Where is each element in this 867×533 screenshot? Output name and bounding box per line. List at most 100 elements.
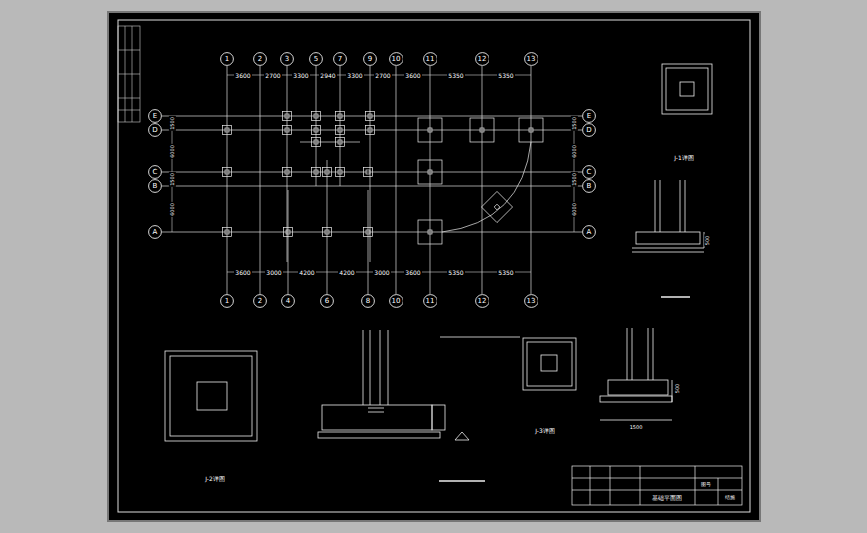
axis-bubble: 13	[524, 294, 539, 308]
dimension: 1500	[570, 172, 577, 187]
axis-label: B	[148, 179, 162, 193]
axis-bubble: 1	[220, 294, 234, 308]
axis-bubble: 11	[423, 52, 438, 66]
axis-bubble: 4	[281, 294, 295, 308]
dimension: 3300	[292, 72, 309, 79]
axis-label: 2	[253, 294, 267, 308]
axis-label: 10	[389, 294, 404, 308]
axis-label: 11	[423, 294, 438, 308]
dimension: 4200	[338, 269, 355, 276]
axis-bubble: 2	[253, 294, 267, 308]
axis-line	[162, 186, 582, 187]
axis-bubble: C	[582, 165, 596, 179]
title-block-text: 基础平面图	[651, 494, 683, 501]
axis-bubble: 13	[524, 52, 539, 66]
dimension: 3600	[234, 269, 251, 276]
axis-label: D	[148, 123, 162, 137]
axis-label: 13	[524, 52, 539, 66]
dimension: 1500	[570, 116, 577, 131]
axis-line	[530, 66, 531, 294]
dimension: 3300	[346, 72, 363, 79]
axis-bubble: 12	[475, 52, 490, 66]
dimension: 5350	[447, 269, 464, 276]
axis-label: E	[148, 109, 162, 123]
axis-label: 10	[389, 52, 404, 66]
dimension: 5350	[497, 269, 514, 276]
axis-bubble: D	[148, 123, 162, 137]
axis-line	[162, 172, 582, 173]
axis-label: 3	[280, 52, 294, 66]
dimension: 1500	[629, 424, 644, 431]
axis-label: 9	[363, 52, 377, 66]
axis-bubble: 11	[423, 294, 438, 308]
axis-label: 6	[320, 294, 334, 308]
dimension: 5350	[447, 72, 464, 79]
axis-label: 8	[361, 294, 375, 308]
dimension: 500	[704, 234, 711, 246]
axis-bubble: 12	[475, 294, 490, 308]
axis-label: 5	[309, 52, 323, 66]
axis-bubble: A	[582, 225, 596, 239]
dimension: 1500	[168, 116, 175, 131]
title-block-text: 结施	[724, 494, 736, 501]
axis-label: 1	[220, 294, 234, 308]
axis-label: B	[582, 179, 596, 193]
dimension: 6000	[168, 202, 175, 217]
axis-label: 12	[475, 294, 490, 308]
detail-title: J-2详图	[204, 475, 226, 482]
axis-bubble: 5	[309, 52, 323, 66]
axis-line	[227, 66, 228, 294]
axis-line	[162, 130, 582, 131]
axis-label: 1	[220, 52, 234, 66]
axis-bubble: B	[582, 179, 596, 193]
dimension: 2940	[319, 72, 336, 79]
axis-label: A	[582, 225, 596, 239]
axis-label: C	[148, 165, 162, 179]
axis-bubble: A	[148, 225, 162, 239]
axis-label: 2	[253, 52, 267, 66]
axis-label: C	[582, 165, 596, 179]
axis-line	[162, 232, 582, 233]
axis-bubble: 10	[389, 52, 404, 66]
axis-label: 13	[524, 294, 539, 308]
dimension: 6000	[168, 144, 175, 159]
dimension: 4200	[298, 269, 315, 276]
axis-bubble: 7	[333, 52, 347, 66]
axis-bubble: 2	[253, 52, 267, 66]
axis-bubble: 3	[280, 52, 294, 66]
axis-line	[395, 66, 396, 294]
axis-label: 4	[281, 294, 295, 308]
axis-line	[429, 66, 430, 294]
axis-label: 12	[475, 52, 490, 66]
dimension: 3000	[265, 269, 282, 276]
axis-bubble: D	[582, 123, 596, 137]
axis-bubble: 9	[363, 52, 377, 66]
detail-title: J-3详图	[534, 427, 556, 434]
detail-title: J-1详图	[673, 154, 695, 161]
axis-bubble: B	[148, 179, 162, 193]
title-block-text: 图号	[700, 481, 712, 488]
axis-bubble: E	[148, 109, 162, 123]
axis-line	[260, 66, 261, 294]
axis-bubble: E	[582, 109, 596, 123]
axis-bubble: 8	[361, 294, 375, 308]
dimension: 6000	[570, 202, 577, 217]
axis-bubble: 6	[320, 294, 334, 308]
axis-label: E	[582, 109, 596, 123]
axis-line	[481, 66, 482, 294]
dimension: 3600	[404, 72, 421, 79]
dimension: 2700	[374, 72, 391, 79]
axis-label: D	[582, 123, 596, 137]
axis-label: A	[148, 225, 162, 239]
dimension: 3600	[404, 269, 421, 276]
axis-bubble: 10	[389, 294, 404, 308]
dimension: 3000	[373, 269, 390, 276]
dimension: 5350	[497, 72, 514, 79]
axis-line	[162, 116, 582, 117]
dimension: 6000	[570, 144, 577, 159]
dimension: 3600	[234, 72, 251, 79]
dimension: 1500	[168, 172, 175, 187]
dimension: 500	[674, 382, 681, 394]
